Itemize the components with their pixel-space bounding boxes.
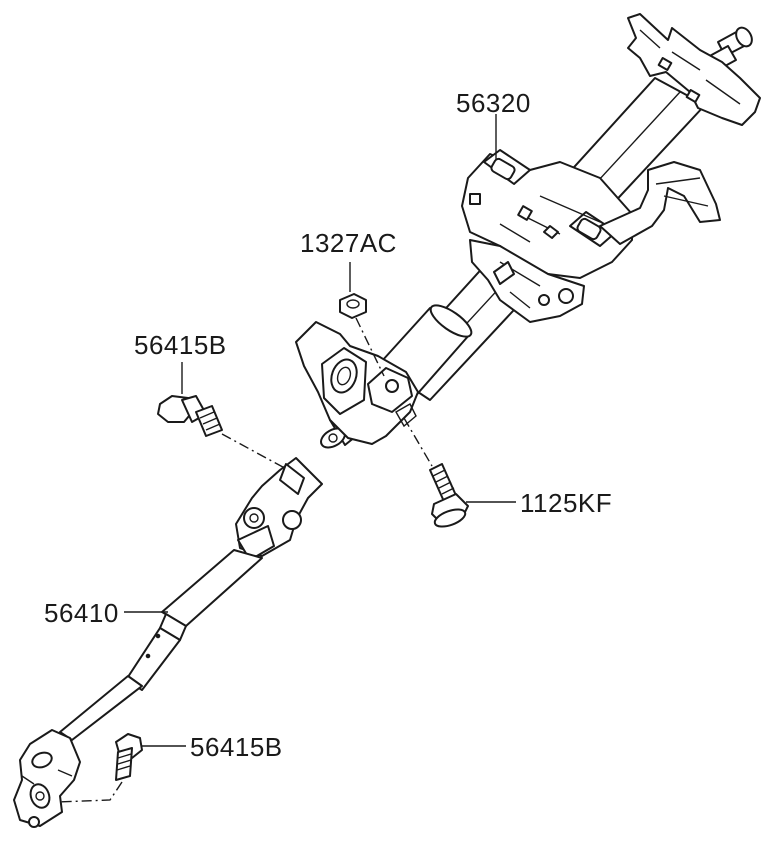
column-mounting-bracket [295, 321, 419, 445]
bolt-56415b-lower [57, 733, 186, 803]
label-56410: 56410 [44, 598, 119, 628]
column-lower-plate [469, 239, 585, 323]
label-1125kf: 1125KF [520, 488, 613, 518]
shaft-tube [161, 549, 263, 627]
flange-bolt-1125kf [403, 417, 516, 528]
hex-nut-1327ac [339, 262, 385, 377]
intermediate-shaft-56410 [13, 457, 323, 828]
column-upper-bracket [627, 13, 761, 126]
lower-yoke [13, 729, 81, 827]
bolt-56415b-upper [157, 362, 293, 473]
label-56415b-lower: 56415B [190, 732, 283, 762]
tilt-lever [599, 161, 721, 245]
label-56320: 56320 [456, 88, 531, 118]
column-main-bracket [461, 153, 633, 279]
label-1327ac: 1327AC [300, 228, 397, 258]
label-56415b-upper: 56415B [134, 330, 227, 360]
steering-column-assembly [320, 13, 761, 449]
